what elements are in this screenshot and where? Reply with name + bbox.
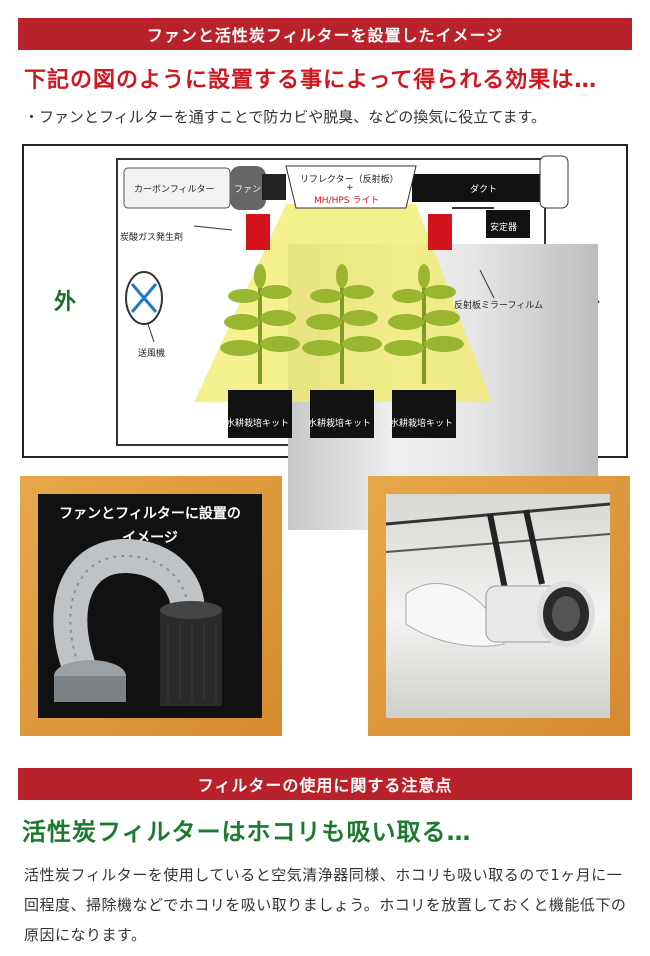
outside-label-left: 外 — [54, 290, 77, 315]
installed-illustration — [386, 502, 610, 647]
hydro-kit-label-3: 水耕栽培キット — [390, 419, 454, 429]
duct-label: ダクト — [470, 185, 498, 195]
photo-fan-filter-image: ファンとフィルターに設置の イメージ — [38, 494, 262, 718]
setup-diagram: 外 外 — [22, 144, 628, 530]
fan-filter-illustration — [53, 539, 222, 706]
photo-installed-image — [386, 494, 610, 718]
pot-1 — [228, 390, 292, 438]
blower-label: 送風機 — [138, 349, 166, 359]
effect-headline: 下記の図のように設置する事によって得られる効果は… — [24, 68, 598, 93]
fan-shape — [230, 166, 266, 210]
diagram-illustration — [123, 155, 569, 438]
photo-fan-filter: ファンとフィルターに設置の イメージ — [20, 476, 282, 736]
fan-label: ファン — [234, 185, 262, 195]
ballast-shape — [486, 210, 530, 238]
caution-body: 活性炭フィルターを使用していると空気清浄器同様、ホコリも吸い取るので1ヶ月に一回… — [24, 866, 627, 944]
plants — [220, 264, 464, 384]
carbon-filter-label: カーボンフィルター — [134, 185, 215, 195]
caution-headline: 活性炭フィルターはホコリも吸い取る… — [22, 818, 472, 846]
reflector-label: リフレクター（反射板） — [300, 175, 399, 185]
ballast-label: 安定器 — [490, 223, 518, 233]
section-banner-setup-text: ファンと活性炭フィルターを設置したイメージ — [146, 26, 504, 45]
plus-label: + — [346, 183, 354, 193]
hydro-kit-label-1: 水耕栽培キット — [226, 419, 290, 429]
co2-generator-left — [246, 214, 270, 250]
section-banner-caution: フィルターの使用に関する注意点 — [18, 768, 632, 800]
duct-left — [262, 174, 286, 200]
light-label: MH/HPS ライト — [314, 196, 380, 206]
section-banner-caution-text: フィルターの使用に関する注意点 — [197, 776, 453, 795]
hydro-kit-label-2: 水耕栽培キット — [308, 419, 372, 429]
mirror-film-label: 反射板ミラーフィルム — [454, 301, 544, 311]
co2-generator-right — [428, 214, 452, 250]
co2-generator-label: 炭酸ガス発生剤 — [120, 233, 184, 243]
intro-text: ・ファンとフィルターを通すことで防カビや脱臭、などの換気に役立てます。 — [24, 108, 547, 126]
pot-3 — [392, 390, 456, 438]
section-banner-setup: ファンと活性炭フィルターを設置したイメージ — [18, 18, 632, 50]
duct-bend — [539, 155, 569, 209]
duct-right — [412, 174, 542, 202]
caption-line-1: ファンとフィルターに設置の — [59, 506, 241, 522]
pot-2 — [310, 390, 374, 438]
reflector-shape — [285, 165, 417, 209]
photo-installed — [368, 476, 630, 736]
